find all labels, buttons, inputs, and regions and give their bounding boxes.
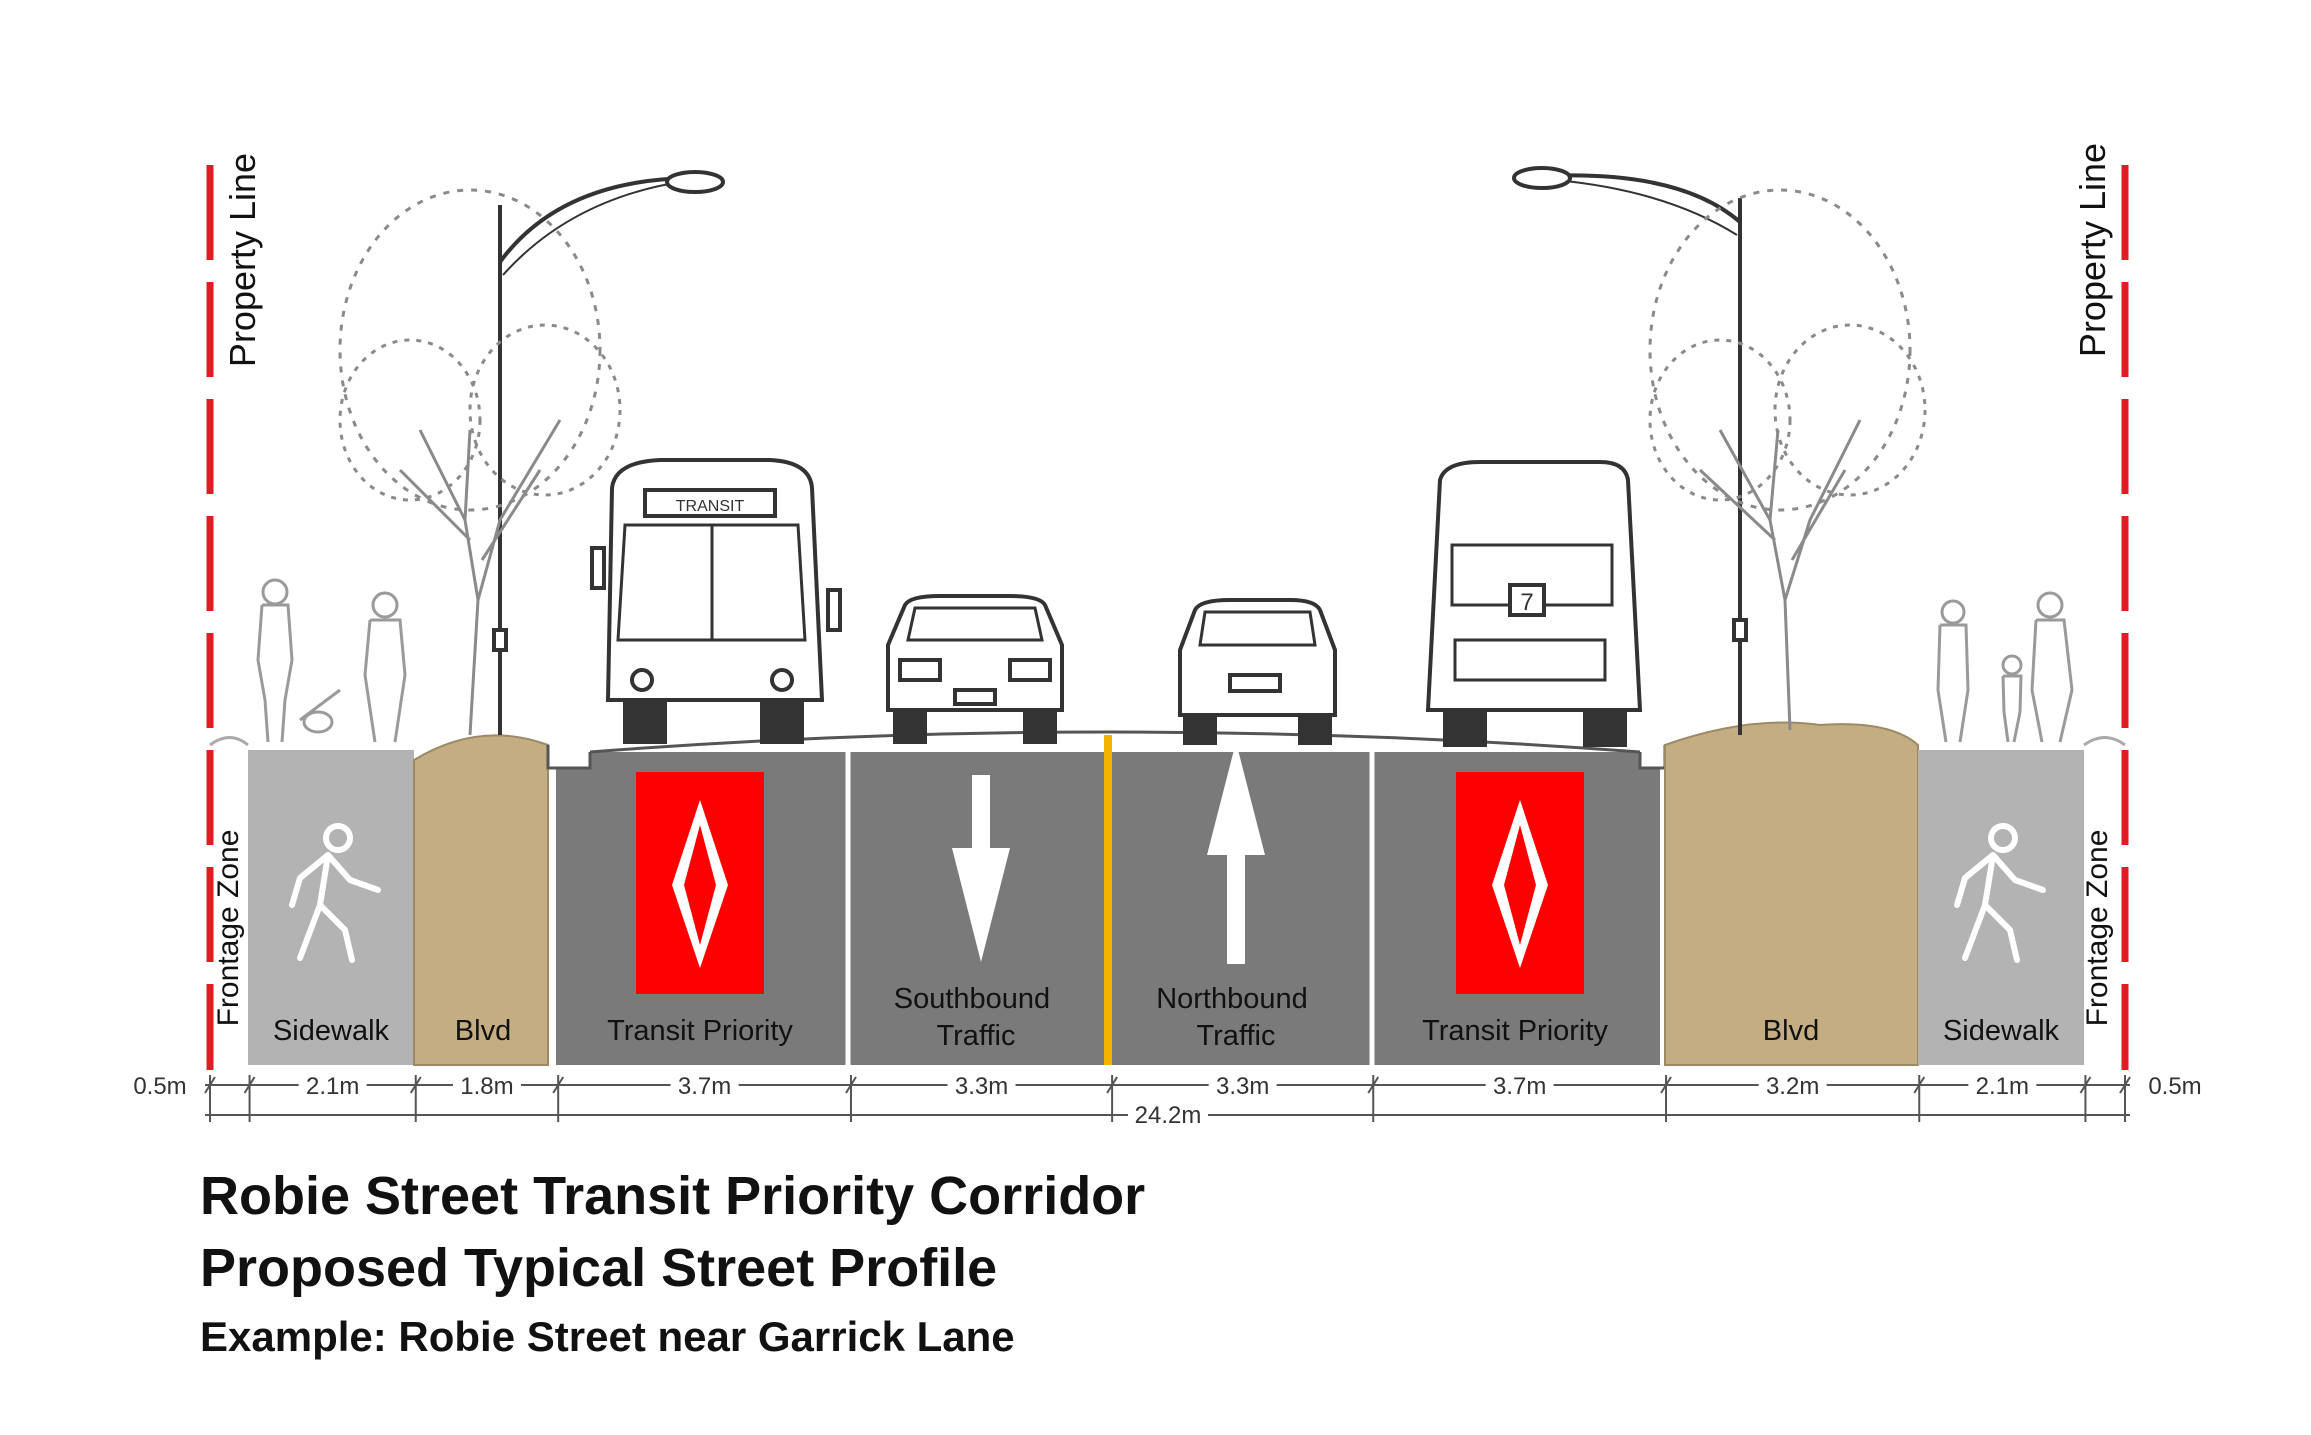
ground-right-edge [2083,736,2126,747]
curb-left [546,745,592,770]
segment-label-blvd-left: Blvd [455,1015,511,1047]
segment-label-transit-left: Transit Priority [607,1015,793,1047]
dimension-label-sidewalk-left: 2.1m [306,1073,359,1100]
sidewalk-left [248,750,414,1065]
dimension-label-southbound: 3.3m [955,1073,1008,1100]
northbound-line-1: Northbound [1156,983,1308,1015]
curb-right [1638,745,1667,770]
dimension-label-bg [1208,1073,1277,1099]
title-block: Robie Street Transit Priority Corridor P… [200,1160,1145,1370]
sidewalk-right [1918,750,2084,1065]
car-northbound [1178,598,1337,745]
street-light-left [492,170,725,735]
pedestrian-symbol-left [289,823,381,963]
tree-right [1648,188,1927,731]
southbound-line-2: Traffic [937,1020,1016,1052]
transit-marking-left [636,772,764,994]
segment-label-southbound: Southbound Traffic [894,983,1059,1052]
car-southbound [886,594,1064,744]
southbound-arrow [952,775,1010,962]
northbound-line-2: Traffic [1197,1020,1276,1052]
property-line-label-right: Property Line [2072,143,2113,357]
dimension-label-bg [452,1073,521,1099]
dimension-label-frontage-right: 0.5m [2148,1073,2201,1100]
northbound-arrow [1207,742,1265,964]
dimension-label-bg [1758,1073,1827,1099]
dimension-label-bg [670,1073,739,1099]
transit-marking-right [1456,772,1584,994]
dimension-label-blvd-right: 3.2m [1766,1073,1819,1100]
segment-label-transit-right: Transit Priority [1422,1015,1608,1047]
dimension-ticks [204,1075,2131,1122]
transit-bus-rear: 7 [1425,460,1643,747]
segment-label-sidewalk-right: Sidewalk [1943,1015,2060,1047]
boulevard-right [1664,721,1919,1066]
dimension-label-bg [1968,1073,2037,1099]
tree-left [338,188,622,736]
southbound-line-1: Southbound [894,983,1050,1015]
dimension-label-bg [298,1073,367,1099]
frontage-zone-label-right: Frontage Zone [2081,830,2114,1027]
pedestrians-left [256,578,407,743]
dimension-label-transit-right: 3.7m [1493,1073,1546,1100]
pedestrian-symbol-right [1954,823,2046,963]
bus-destination-sign: TRANSIT [676,498,745,515]
transit-bus-front: TRANSIT [590,458,842,744]
pedestrians-right [1936,591,2074,743]
total-dimension-label: 24.2m [1135,1102,1202,1129]
dimension-labels: 0.5m 2.1m 1.8m 3.7m 3.3m 3.3m 3.7m 3.2m 2.1m 0.5m [133,1073,2202,1129]
property-line-label-left: Property Line [222,153,263,367]
segment-label-sidewalk-left: Sidewalk [273,1015,390,1047]
bus-route-number: 7 [1520,589,1533,616]
dimension-label-blvd-left: 1.8m [460,1073,513,1100]
dimension-label-sidewalk-right: 2.1m [1976,1073,2029,1100]
dimension-label-transit-left: 3.7m [678,1073,731,1100]
dimension-label-bg [947,1073,1016,1099]
dimension-label-bg [1485,1073,1554,1099]
dimension-label-northbound: 3.3m [1216,1073,1269,1100]
title-line-1: Robie Street Transit Priority Corridor [200,1166,1146,1226]
dimension-label-frontage-left: 0.5m [133,1073,186,1100]
ground-left-edge [209,736,249,747]
title-line-2: Proposed Typical Street Profile [200,1238,998,1298]
segment-label-blvd-right: Blvd [1763,1015,1819,1047]
segment-label-northbound: Northbound Traffic [1156,983,1316,1052]
frontage-zone-label-left: Frontage Zone [212,830,245,1027]
total-dimension-bg [1128,1103,1208,1129]
title-line-3: Example: Robie Street near Garrick Lane [200,1313,1015,1360]
